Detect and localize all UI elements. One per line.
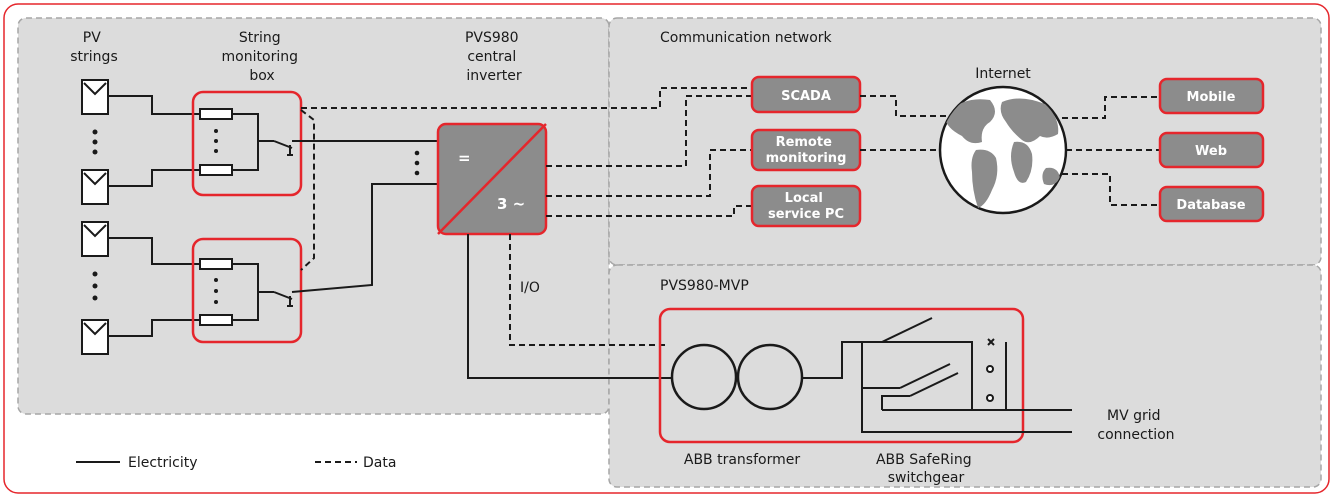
io-data-line — [509, 234, 665, 346]
mvp-equipment-box — [658, 307, 1025, 444]
remote-monitoring-label: Remote monitoring — [766, 135, 847, 166]
internet-data-lines — [860, 95, 948, 151]
string-monitoring-box-top — [191, 90, 303, 197]
switchgear — [802, 317, 1072, 433]
solar-panel-icon — [81, 79, 109, 115]
database-label: Database — [1176, 198, 1245, 213]
inverter-data-lines — [546, 95, 752, 217]
mobile-label: Mobile — [1187, 90, 1236, 105]
vertical-dots — [92, 271, 98, 301]
inverter-label: PVS980 central inverter — [465, 30, 523, 84]
legend-electricity-label: Electricity — [128, 455, 198, 471]
disconnect-switch-icon — [273, 291, 293, 307]
transformer-label: ABB transformer — [684, 452, 800, 468]
fuse-icon — [199, 258, 233, 270]
legend-data-label: Data — [363, 455, 396, 471]
ac-wire — [467, 234, 673, 379]
disconnect-switch-icon — [273, 140, 293, 156]
communication-network-label: Communication network — [660, 30, 833, 46]
node-mobile: Mobile — [1158, 77, 1265, 115]
mvp-label: PVS980-MVP — [660, 278, 749, 294]
fuse-icon — [199, 314, 233, 326]
io-label: I/O — [520, 280, 540, 296]
node-remote-monitoring: Remote monitoring — [750, 128, 862, 172]
solar-panel-icon — [81, 169, 109, 205]
node-web: Web — [1158, 131, 1265, 169]
node-database: Database — [1158, 185, 1265, 223]
pv-strings-label: PV strings — [70, 30, 117, 65]
mv-grid-label: MV grid connection — [1097, 408, 1174, 443]
dc-wires — [291, 140, 438, 293]
outer-frame — [3, 3, 1330, 494]
switchgear-label: ABB SafeRing switchgear — [876, 452, 976, 486]
pv-wires — [108, 95, 200, 337]
string-monitoring-box-label: String monitoring box — [222, 30, 303, 84]
solar-panel-icon — [81, 221, 109, 257]
inverter-dc-symbol: = — [458, 149, 471, 167]
fuse-icon — [199, 108, 233, 120]
node-scada: SCADA — [750, 75, 862, 114]
string-box-data-lines — [300, 87, 752, 271]
fuse-icon — [199, 164, 233, 176]
circuit-breaker-icon — [881, 317, 995, 346]
solar-panel-icon — [81, 319, 109, 355]
central-inverter: = 3 ~ — [436, 122, 548, 236]
node-local-service-pc: Local service PC — [750, 184, 862, 228]
legend: Electricity Data — [76, 455, 396, 471]
scada-label: SCADA — [781, 89, 831, 104]
zone-mvp — [608, 264, 1322, 488]
web-label: Web — [1195, 144, 1227, 159]
local-service-pc-label: Local service PC — [768, 191, 844, 222]
pv-string-group-bottom — [81, 221, 109, 355]
cloud-data-lines — [1062, 96, 1160, 206]
vertical-dots — [92, 129, 98, 155]
globe-icon — [938, 85, 1068, 215]
inverter-ac-symbol: 3 ~ — [497, 195, 525, 213]
internet-label: Internet — [975, 66, 1031, 82]
